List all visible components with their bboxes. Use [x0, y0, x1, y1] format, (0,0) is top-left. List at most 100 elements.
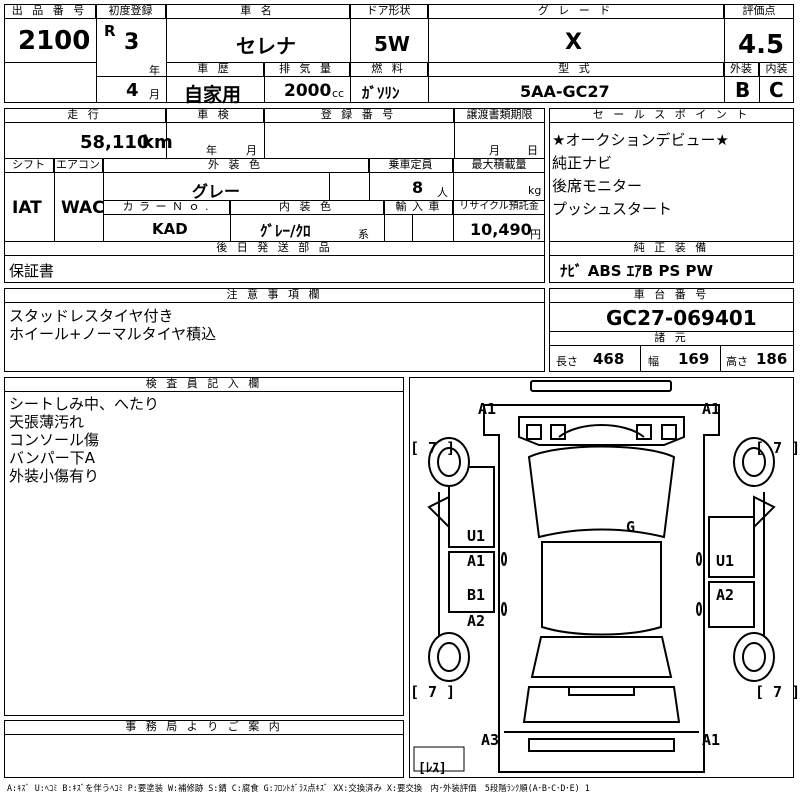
length: 468 [593, 350, 625, 368]
door-label: ドア形状 [350, 4, 428, 19]
inspector-list: シートしみ中、へたり 天張薄汚れ コンソール傷 バンパー下A 外装小傷有り [9, 395, 159, 485]
equipment-items: ﾅﾋﾞ ABS ｴｱB PS PW [560, 262, 714, 280]
vehicle-info-table [4, 108, 545, 283]
exterior-color: グレー [192, 182, 241, 201]
mark-left-front-door-1: U1 [467, 527, 486, 545]
reg-era: R [104, 22, 116, 40]
capacity: 8 [412, 178, 424, 197]
height: 186 [756, 350, 788, 368]
inspector-item: 外装小傷有り [9, 467, 100, 485]
later-parts-label: 後 日 発 送 部 品 [4, 241, 545, 256]
car-name: セレナ [236, 34, 296, 58]
interior-grade: C [769, 78, 784, 102]
grade-label: グ レ ー ド [428, 4, 724, 19]
header-table [4, 4, 794, 103]
exterior-label: 外装 [724, 62, 759, 77]
tire-rear-left: [ 7 ] [410, 683, 456, 701]
office-box [4, 720, 404, 778]
model-label: 型 式 [428, 62, 724, 77]
car-outline [413, 380, 776, 773]
km-unit: km [142, 132, 173, 153]
notes-label: 注 意 事 項 欄 [4, 288, 545, 303]
length-label: 長さ [556, 355, 578, 368]
transfer-day-unit: 日 [527, 144, 538, 157]
displacement-label: 排 気 量 [264, 62, 350, 77]
notes-list: スタッドレスタイヤ付き ホイール+ノーマルタイヤ積込 [9, 307, 216, 343]
tire-front-right: [ 7 ] [755, 439, 800, 457]
inspector-item: バンパー下A [9, 449, 96, 467]
load-label: 最大積載量 [453, 158, 545, 173]
fuel-label: 燃 料 [350, 62, 428, 77]
inspector-label: 検 査 員 記 入 欄 [4, 377, 404, 392]
lot-no: 2100 [18, 26, 91, 56]
inspector-item: コンソール傷 [9, 431, 100, 449]
chassis-box [549, 288, 794, 372]
mark-right-front-door: U1 [716, 552, 735, 570]
month-unit: 月 [149, 88, 160, 101]
mark-left-rear-door-2: A2 [467, 612, 486, 630]
selling-points-list: ★オークションデビュー★ 純正ナビ 後席モニター プッシュスタート [552, 129, 729, 221]
selling-points-box [549, 108, 794, 283]
inspector-box [4, 377, 404, 716]
score: 4.5 [738, 30, 785, 60]
tire-front-left: [ 7 ] [410, 439, 456, 457]
width: 169 [678, 350, 710, 368]
ac-label: エアコン [54, 158, 103, 173]
mark-windshield: G [626, 518, 636, 536]
inspector-item: 天張薄汚れ [9, 413, 85, 431]
mileage: 58,110 [80, 132, 150, 153]
capacity-label: 乗車定員 [369, 158, 453, 173]
door-type: 5W [374, 32, 410, 56]
note-item: ホイール+ノーマルタイヤ積込 [9, 325, 217, 343]
inspector-item: シートしみ中、へたり [9, 395, 160, 413]
spare-tire: [ﾚｽ] [418, 761, 447, 776]
shift: IAT [12, 198, 42, 218]
interior-label: 内装 [759, 62, 794, 77]
inspection-label: 車 検 [166, 108, 264, 123]
chassis-label: 車 台 番 号 [549, 288, 794, 303]
selling-point: 純正ナビ [552, 154, 613, 172]
spec-label: 諸 元 [549, 331, 794, 346]
color-no-label: カ ラ ー Ｎ ｏ . [103, 200, 230, 215]
ac: WAC [61, 198, 105, 218]
history: 自家用 [184, 84, 242, 106]
recycle-label: リサイクル預託金 [453, 200, 545, 215]
first-reg-label: 初度登録 [96, 4, 166, 19]
fuel: ｶﾞｿﾘﾝ [362, 84, 400, 102]
selling-point: プッシュスタート [552, 200, 673, 218]
series-unit: 系 [358, 228, 369, 241]
equipment-label: 純 正 装 備 [549, 241, 794, 256]
grade: X [565, 30, 582, 55]
mark-left-front-door-2: A1 [467, 552, 486, 570]
kg-unit: kg [528, 184, 542, 197]
person-unit: 人 [437, 186, 448, 199]
history-label: 車 歴 [166, 62, 264, 77]
cc-unit: cc [332, 87, 345, 100]
mark-rear-right: A1 [702, 731, 721, 749]
selling-point: 後席モニター [552, 177, 643, 195]
interior-color: ｸﾞﾚｰ/ｸﾛ [260, 222, 311, 240]
lot-no-label: 出 品 番 号 [4, 4, 96, 19]
int-color-label: 内 装 色 [230, 200, 384, 215]
recycle-fee: 10,490 [470, 220, 532, 239]
notes-box [4, 288, 545, 372]
transfer-label: 譲渡書類期限 [454, 108, 545, 123]
exterior-grade: B [735, 78, 751, 102]
reg-year: 3 [124, 30, 140, 55]
insp-month-unit: 月 [246, 144, 257, 157]
chassis-number: GC27-069401 [606, 306, 757, 330]
color-no: KAD [152, 220, 188, 238]
width-label: 幅 [648, 355, 659, 368]
color-label: 外 装 色 [103, 158, 369, 173]
shift-label: シフト [4, 158, 54, 173]
model: 5AA-GC27 [520, 82, 610, 101]
yen-unit: 円 [530, 228, 541, 241]
import-label: 輸 入 車 [384, 200, 453, 215]
office-label: 事 務 局 よ り ご 案 内 [4, 720, 404, 735]
mark-right-rear-door: A2 [716, 586, 735, 604]
legend: A:ｷｽﾞ U:ﾍｺﾐ B:ｷｽﾞを伴うﾍｺﾐ P:要塗装 W:補修跡 S:錆 … [7, 783, 590, 793]
mileage-label: 走 行 [4, 108, 166, 123]
reg-month: 4 [126, 80, 139, 101]
car-name-label: 車 名 [166, 4, 350, 19]
reg-no-label: 登 録 番 号 [264, 108, 454, 123]
